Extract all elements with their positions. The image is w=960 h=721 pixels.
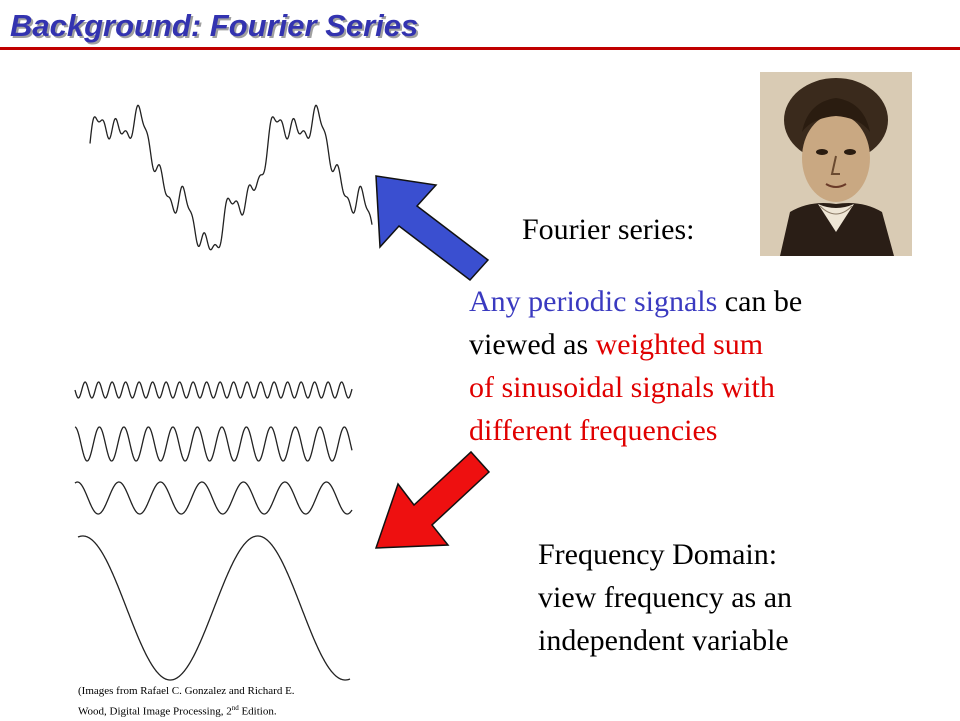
credit-superscript: nd <box>231 704 239 712</box>
composite-wave <box>89 104 373 251</box>
title-divider <box>0 47 960 50</box>
fourier-description: Any periodic signals can be viewed as we… <box>469 280 909 452</box>
sinusoid-mid-frequency <box>74 426 353 462</box>
frequency-domain-line-1: Frequency Domain: <box>538 538 778 571</box>
highlight-weighted-sum: weighted sum <box>595 328 764 361</box>
text-viewed-as: viewed as <box>469 328 596 361</box>
red-arrow-icon <box>374 450 491 549</box>
highlight-frequencies: different frequencies <box>469 414 718 447</box>
credit-line-2b: Edition. <box>238 705 277 718</box>
frequency-domain-line-3: independent variable <box>538 624 789 657</box>
frequency-domain-text: Frequency Domain: view frequency as an i… <box>538 533 792 662</box>
slide-title: Background: Fourier Series <box>10 8 419 43</box>
image-credit: (Images from Rafael C. Gonzalez and Rich… <box>78 683 295 721</box>
blue-arrow-icon <box>375 175 490 282</box>
fourier-portrait <box>760 72 912 256</box>
credit-line-1: (Images from Rafael C. Gonzalez and Rich… <box>78 685 295 697</box>
fourier-series-label: Fourier series: <box>522 213 695 246</box>
highlight-periodic-signals: Any periodic signals <box>469 285 718 318</box>
frequency-domain-line-2: view frequency as an <box>538 581 793 614</box>
highlight-sinusoidal: of sinusoidal signals with <box>469 371 775 404</box>
sinusoid-low-mid-frequency <box>74 481 353 515</box>
sinusoid-fundamental <box>77 535 351 681</box>
text-can-be: can be <box>717 285 803 318</box>
credit-line-2a: Wood, Digital Image Processing, 2 <box>78 705 232 718</box>
credit-line-2: Wood, Digital Image Processing, 2nd Edit… <box>78 700 295 721</box>
sinusoid-high-frequency <box>74 381 353 399</box>
